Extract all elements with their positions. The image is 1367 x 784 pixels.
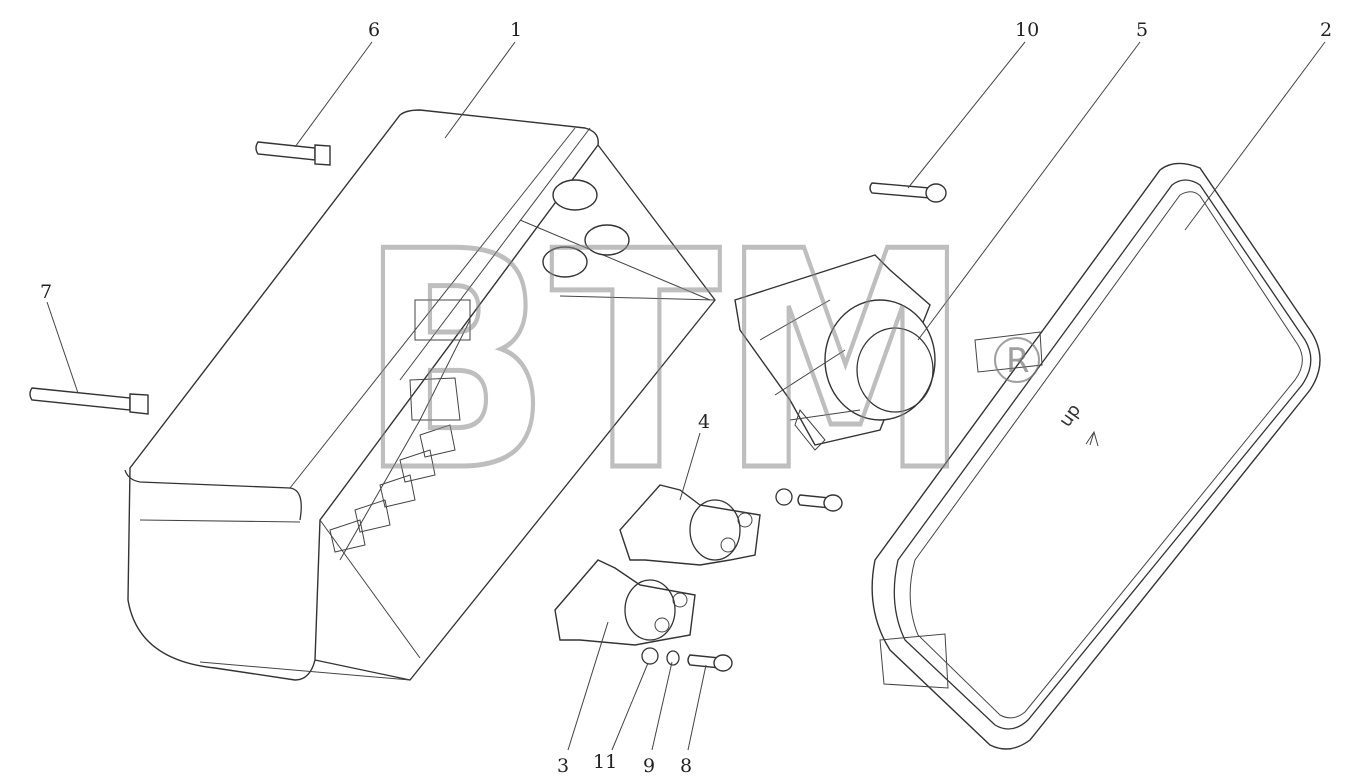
contactor-4 — [619, 484, 761, 566]
callout-5: 5 — [1136, 19, 1148, 41]
contactor-3 — [554, 559, 696, 646]
washer-9 — [666, 650, 680, 666]
callout-10: 10 — [1015, 19, 1039, 41]
bolt-6 — [255, 141, 331, 166]
bolt-small-contactor-4 — [797, 494, 843, 512]
leader-lines — [46, 41, 1326, 751]
callout-9: 9 — [643, 755, 655, 777]
registered-mark-icon — [994, 337, 1040, 383]
bolt-10 — [869, 182, 947, 203]
watermark: BTM R — [358, 186, 1040, 540]
callout-3: 3 — [557, 755, 569, 777]
callout-2: 2 — [1320, 19, 1332, 41]
up-arrow-icon — [1085, 430, 1099, 447]
callout-1: 1 — [510, 19, 522, 41]
callout-8: 8 — [680, 755, 692, 777]
callouts: 1 2 3 4 5 6 7 8 9 10 11 — [40, 19, 1332, 777]
large-contactor — [734, 254, 936, 451]
cover: up — [871, 162, 1321, 750]
callout-7: 7 — [40, 281, 52, 303]
callout-11: 11 — [593, 751, 617, 773]
washer-11 — [641, 647, 659, 665]
callout-4: 4 — [698, 411, 710, 433]
bolt-8 — [687, 654, 733, 672]
bolt-7 — [29, 387, 149, 415]
registered-mark-letter: R — [1006, 341, 1030, 381]
callout-6: 6 — [368, 19, 380, 41]
washer — [775, 488, 793, 506]
watermark-text: BTM — [360, 188, 970, 537]
housing-box — [124, 109, 716, 681]
